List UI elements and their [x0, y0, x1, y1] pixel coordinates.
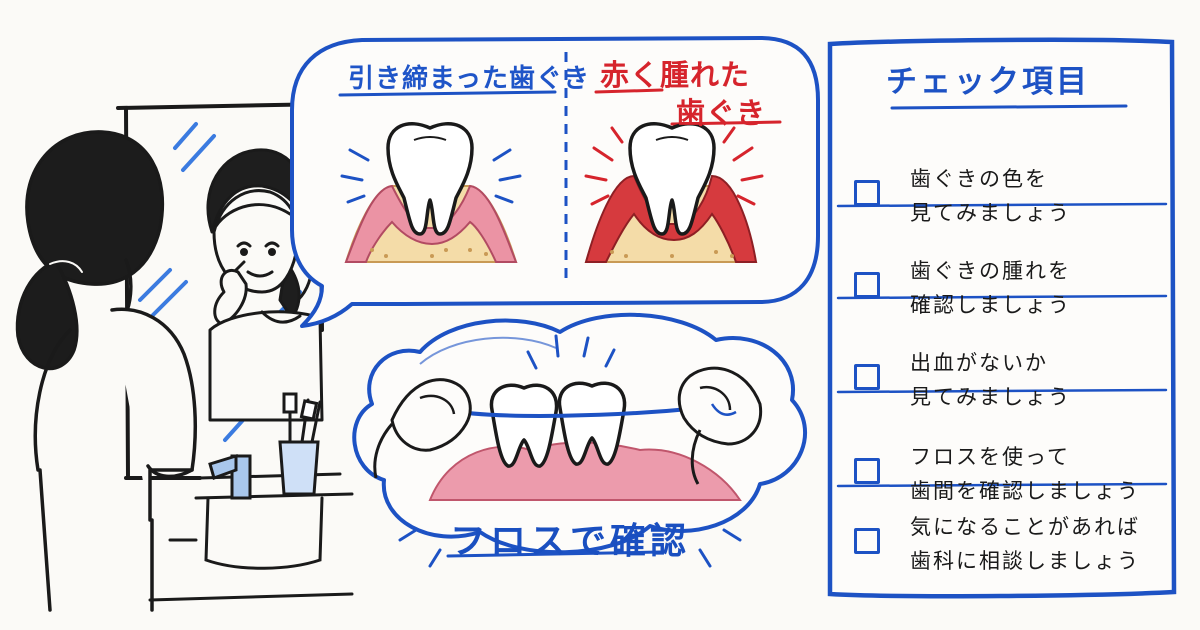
check-item-line1: 歯ぐきの腫れを — [910, 259, 1071, 283]
check-item: 気になることがあれば 歯科に相談しましょう — [826, 498, 1176, 590]
check-item: 出血がないか 見てみましょう — [826, 334, 1176, 426]
checklist-panel-frame — [827, 37, 1177, 599]
check-item-line2: 確認しましょう — [910, 293, 1071, 317]
checkbox[interactable] — [854, 528, 880, 554]
checkbox[interactable] — [854, 364, 880, 390]
check-item-text: 出血がないか 見てみましょう — [910, 346, 1071, 414]
check-item: 歯ぐきの腫れを 確認しましょう — [826, 242, 1176, 334]
swollen-gum-diagram — [584, 122, 764, 263]
check-item-line2: 見てみましょう — [910, 201, 1071, 225]
check-item-text: フロスを使って 歯間を確認しましょう — [910, 440, 1140, 508]
check-item-text: 歯ぐきの腫れを 確認しましょう — [910, 254, 1071, 322]
check-item: 歯ぐきの色を 見てみましょう — [826, 150, 1176, 242]
checkbox[interactable] — [854, 180, 880, 206]
floss-cloud — [352, 312, 808, 568]
check-item-line1: フロスを使って — [910, 445, 1070, 469]
check-item-line2: 見てみましょう — [910, 385, 1071, 409]
swollen-gum-label-line1: 赤く腫れた — [600, 58, 751, 92]
checkbox[interactable] — [854, 458, 880, 484]
floss-caption: フロスで確認 — [450, 521, 691, 562]
check-item-line2: 歯科に相談しましょう — [910, 549, 1140, 573]
swollen-gum-label-line2: 歯ぐき — [676, 96, 767, 130]
check-item: フロスを使って 歯間を確認しましょう — [826, 428, 1176, 520]
check-item-line1: 出血がないか — [910, 351, 1048, 375]
healthy-gum-label: 引き締まった歯ぐき — [348, 64, 590, 94]
check-item-text: 気になることがあれば 歯科に相談しましょう — [910, 510, 1140, 578]
foreground-woman — [15, 130, 198, 612]
check-item-text: 歯ぐきの色を 見てみましょう — [910, 162, 1071, 230]
checkbox[interactable] — [854, 272, 880, 298]
toothbrush-cup — [278, 392, 322, 496]
faucet — [208, 453, 252, 500]
checklist-panel: チェック項目 歯ぐきの色を 見てみましょう 歯ぐきの腫れを 確認しましょう 出血… — [826, 38, 1176, 594]
check-item-line2: 歯間を確認しましょう — [910, 479, 1140, 503]
healthy-gum-diagram — [340, 122, 522, 263]
check-item-line1: 歯ぐきの色を — [910, 167, 1048, 191]
check-item-line1: 気になることがあれば — [910, 515, 1140, 539]
checklist-title: チェック項目 — [886, 64, 1090, 100]
